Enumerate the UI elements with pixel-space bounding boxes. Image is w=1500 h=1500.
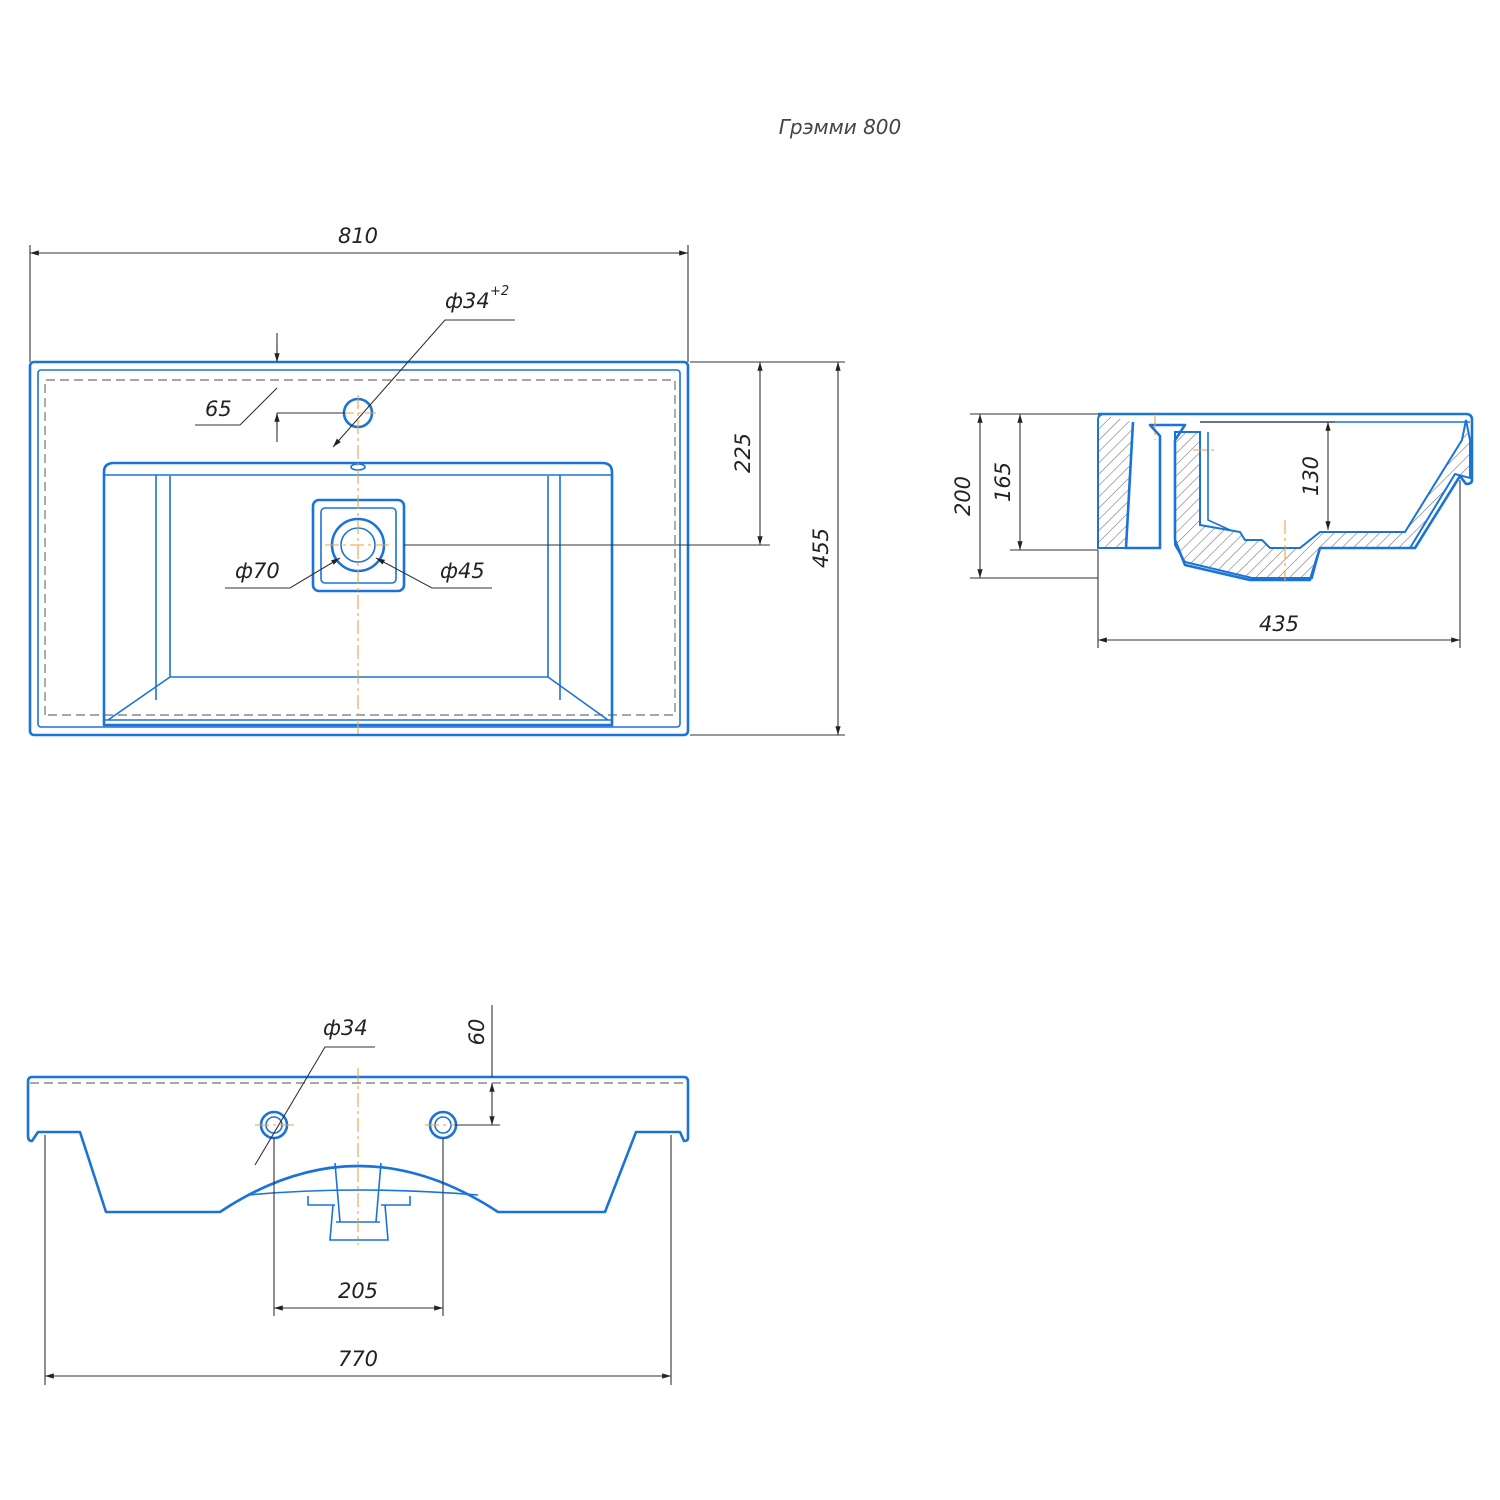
hole-spacing-label: 205 — [338, 1279, 378, 1303]
leader-34 — [254, 1046, 375, 1166]
top-view: 810 ф34 +2 65 225 455 ф70 ф45 — [28, 224, 845, 737]
drain-offset-label: 225 — [731, 433, 755, 473]
centerlines — [325, 395, 392, 735]
side-view: 200 165 130 435 — [951, 412, 1474, 648]
section-bowl-wall — [1174, 419, 1471, 579]
front-centerlines — [255, 1068, 462, 1245]
leader-70 — [225, 557, 341, 589]
bottom-width-label: 770 — [338, 1347, 378, 1371]
depth-label: 455 — [809, 528, 833, 568]
extension-lines — [29, 245, 689, 362]
drain-inner-label: ф45 — [440, 559, 485, 583]
drain-outer-label: ф70 — [235, 559, 280, 583]
front-outline — [26, 1075, 690, 1214]
top-outer-outline — [28, 360, 690, 737]
leader-45 — [375, 557, 492, 589]
side-depth-label: 435 — [1259, 612, 1299, 636]
height-total-label: 200 — [951, 476, 975, 516]
faucet-tolerance: +2 — [490, 284, 509, 299]
top-inner-outline — [37, 369, 681, 728]
height-body-label: 165 — [991, 462, 1015, 502]
side-extension-lines — [970, 413, 1461, 648]
leader-faucet — [332, 319, 515, 448]
bowl-depth-label: 130 — [1299, 456, 1323, 496]
front-extension-lines — [44, 1005, 672, 1385]
extension-lines-right — [404, 361, 845, 736]
leader-65 — [195, 387, 278, 426]
faucet-offset-label: 65 — [205, 397, 232, 421]
front-hole-label: ф34 — [323, 1016, 368, 1040]
drawing-title: Грэмми 800 — [779, 115, 902, 139]
faucet-hole-label: ф34 — [445, 289, 490, 313]
dim-width-label: 810 — [338, 224, 378, 248]
front-view: ф34 60 205 770 — [26, 1005, 690, 1385]
hidden-edge — [44, 379, 676, 716]
basin-outline — [102, 461, 614, 727]
side-centerlines — [1154, 414, 1286, 582]
hole-offset-label: 60 — [465, 1019, 489, 1046]
dim-65-lines — [276, 333, 345, 442]
